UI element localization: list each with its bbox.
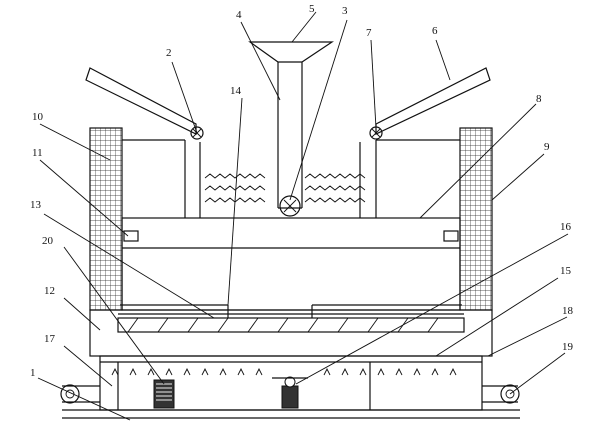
motor (153, 379, 175, 409)
right-roller (482, 384, 520, 404)
label-16: 16 (560, 221, 572, 233)
label-3: 3 (342, 5, 348, 17)
label-8: 8 (536, 93, 542, 105)
label-9: 9 (544, 141, 550, 153)
right-flap (369, 67, 491, 140)
label-15: 15 (560, 265, 572, 277)
label-7: 7 (366, 27, 372, 39)
hopper (248, 41, 334, 217)
label-17: 17 (44, 333, 56, 345)
upper-chamber (121, 139, 461, 311)
left-mesh-column (89, 127, 123, 311)
water-waves (204, 173, 366, 203)
left-roller (60, 384, 100, 404)
leader-lines (37, 11, 569, 421)
label-1: 1 (30, 367, 36, 379)
pump (272, 376, 308, 409)
label-4: 4 (236, 9, 242, 21)
label-10: 10 (32, 111, 44, 123)
label-12: 12 (44, 285, 55, 297)
label-20: 20 (42, 235, 54, 247)
filter-plate (89, 304, 493, 357)
label-2: 2 (166, 47, 172, 59)
label-5: 5 (309, 3, 315, 15)
right-mesh-column (459, 127, 493, 311)
label-19: 19 (562, 341, 574, 353)
label-14: 14 (230, 85, 242, 97)
label-6: 6 (432, 25, 438, 37)
label-13: 13 (30, 199, 42, 211)
label-18: 18 (562, 305, 574, 317)
labels: 1 2 3 4 5 6 7 8 9 10 11 12 13 14 15 16 1… (30, 3, 574, 379)
base (62, 409, 520, 419)
label-11: 11 (32, 147, 43, 159)
